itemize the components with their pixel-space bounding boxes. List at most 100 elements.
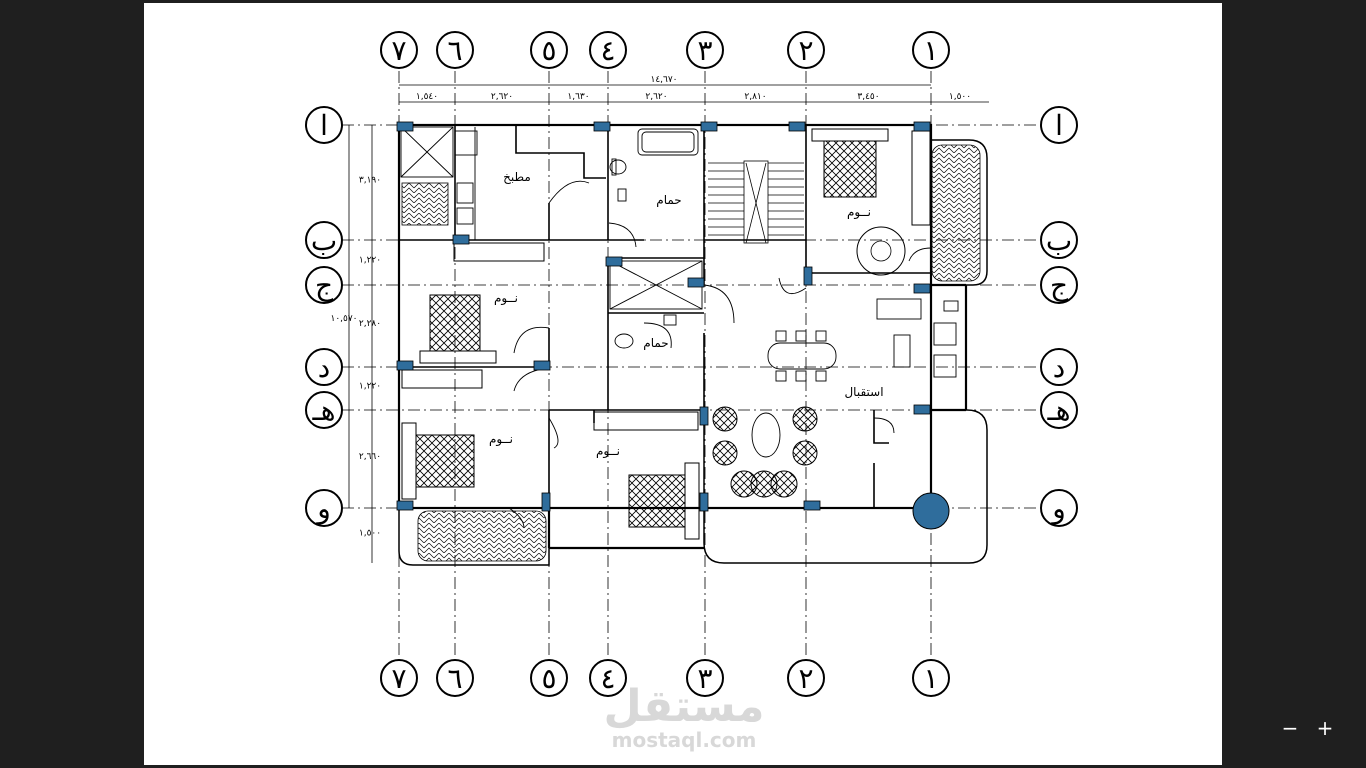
grid-column-bubble-bottom: ١ [912, 659, 950, 697]
grid-row-bubble-left: هـ [305, 391, 343, 429]
grid-column-bubble-bottom-label: ١ [923, 662, 938, 695]
reception-furniture [751, 298, 959, 458]
grid-row-bubble-left: ب [305, 221, 343, 259]
left-bedroom-wardrobe [453, 242, 545, 262]
grid-row-bubble-right-label: د [1053, 351, 1065, 384]
floor-plan: مطبخ حمام [305, 31, 1078, 752]
row-spacing-label: ١,٢٢٠ [359, 256, 381, 266]
grid-row-bubble-left-label: ا [320, 109, 328, 142]
left-bedroom-headboard [419, 350, 497, 364]
terrace-top-right [931, 139, 988, 286]
kitchen-fixtures [400, 126, 478, 240]
grid-row-bubble-right: ا [1040, 106, 1078, 144]
grid-column-bubble-top-label: ٣ [697, 34, 712, 67]
grid-column-bubble-top: ٢ [787, 31, 825, 69]
grid-column-bubble-top: ٥ [530, 31, 568, 69]
grid-column-bubble-bottom-label: ٣ [697, 662, 712, 695]
row-spacing-label: ١,٢٢٠ [359, 382, 381, 392]
master-wardrobe [911, 130, 931, 226]
grid-row-bubble-right: ب [1040, 221, 1078, 259]
column-bubbles-bottom: ٧ ٦ ٥ ٤ ٣ ٢ ١ [380, 659, 950, 697]
terrace-round-feature [912, 492, 950, 530]
grid-row-bubble-right: ج [1040, 266, 1078, 304]
staircase [708, 160, 804, 244]
grid-row-bubble-left-label: و [315, 492, 331, 525]
bottom-left-headboard [401, 422, 417, 500]
column-spacing-label: ٣,٤٥٠ [857, 92, 879, 102]
grid-column-bubble-top-label: ٧ [391, 34, 406, 67]
grid-row-bubble-right: د [1040, 348, 1078, 386]
grid-row-bubble-right: هـ [1040, 391, 1078, 429]
grid-column-bubble-top: ٣ [686, 31, 724, 69]
watermark-arabic: مستقل [604, 681, 765, 732]
upper-bath-fixtures [609, 128, 699, 202]
grid-column-bubble-bottom-label: ٤ [600, 662, 615, 695]
grid-row-bubble-left-label: د [318, 351, 330, 384]
grid-column-bubble-bottom: ٤ [589, 659, 627, 697]
row-spacing-label: ١,٥٠٠ [359, 529, 381, 539]
kitchen-label: مطبخ [503, 170, 531, 184]
master-bedroom-label: نــوم [847, 205, 871, 220]
lower-bath-label: حمام [643, 336, 668, 350]
door-swings [508, 180, 932, 529]
bottom-left-wardrobe [401, 369, 483, 389]
grid-column-bubble-top-label: ٥ [541, 34, 556, 67]
bottom-left-bedroom-label: نــوم [489, 432, 513, 447]
grid-column-bubble-bottom-label: ٥ [541, 662, 556, 695]
terrace-top-right-finish [931, 144, 981, 282]
overall-height-dimension: ١٠,٥٧٠ [330, 314, 357, 324]
total-dimension: ١٤,٦٧٠ [650, 75, 677, 85]
grid-row-bubble-right-label: و [1050, 492, 1066, 525]
grid-row-bubble-right-label: هـ [1047, 394, 1071, 427]
left-bedroom-bed [429, 294, 481, 352]
bottom-mid-wardrobe [593, 411, 699, 431]
dimension-lines [348, 84, 989, 563]
grid-row-bubble-right-label: ا [1055, 109, 1063, 142]
drawing-sheet: مطبخ حمام [144, 3, 1222, 765]
grid-column-bubble-bottom-label: ٧ [391, 662, 406, 695]
bottom-mid-bedroom-label: نــوم [596, 444, 620, 459]
structural-columns [396, 121, 931, 512]
grid-row-bubble-left: ج [305, 266, 343, 304]
row-bubbles-right: ا بج د هـ و [1040, 106, 1078, 527]
master-sitting-table-top [870, 240, 892, 262]
grid-row-bubble-left-label: هـ [312, 394, 336, 427]
grid-row-bubble-right: و [1040, 489, 1078, 527]
master-bed-headboard [811, 128, 889, 142]
grid-row-bubble-left: و [305, 489, 343, 527]
left-bedroom-label: نــوم [494, 291, 518, 306]
terrace-bottom-left-finish [417, 510, 547, 562]
bottom-left-bed [415, 434, 475, 488]
grid-row-bubble-left-label: ب [311, 224, 337, 257]
row-spacing-label: ٢,٦٦٠ [359, 452, 381, 462]
kitchen-balcony-finish [401, 182, 449, 226]
grid-column-bubble-bottom-label: ٦ [447, 662, 462, 695]
terrace-bottom-left [398, 508, 550, 566]
column-spacing-label: ١,٥٤٠ [416, 92, 438, 102]
grid-column-bubble-top: ٦ [436, 31, 474, 69]
grid-column-bubble-top: ٤ [589, 31, 627, 69]
grid-column-bubble-top: ٧ [380, 31, 418, 69]
lower-bath-fixtures [609, 260, 703, 349]
watermark-latin: mostaql.com [612, 728, 757, 752]
grid-column-bubble-bottom: ٧ [380, 659, 418, 697]
zoom-in-button[interactable]: + [1313, 716, 1337, 740]
zoom-out-button[interactable]: − [1278, 716, 1302, 740]
column-spacing-label: ٢,٦٢٠ [645, 92, 667, 102]
grid-row-bubble-left: ا [305, 106, 343, 144]
grid-row-bubble-left-label: ج [315, 269, 334, 302]
upper-bath-label: حمام [656, 193, 681, 207]
column-spacing-label: ١,٥٠٠ [949, 92, 971, 102]
grid-row-bubble-right-label: ج [1050, 269, 1069, 302]
grid-column-bubble-bottom: ٢ [787, 659, 825, 697]
grid-row-bubble-right-label: ب [1046, 224, 1072, 257]
bottom-mid-bed [628, 474, 686, 528]
row-spacing-label: ٣,١٩٠ [359, 176, 381, 186]
reception-label: استقبال [844, 385, 883, 399]
grid-column-bubble-top: ١ [912, 31, 950, 69]
grid-column-bubble-top-label: ٢ [798, 34, 813, 67]
master-sitting-table [856, 226, 906, 276]
